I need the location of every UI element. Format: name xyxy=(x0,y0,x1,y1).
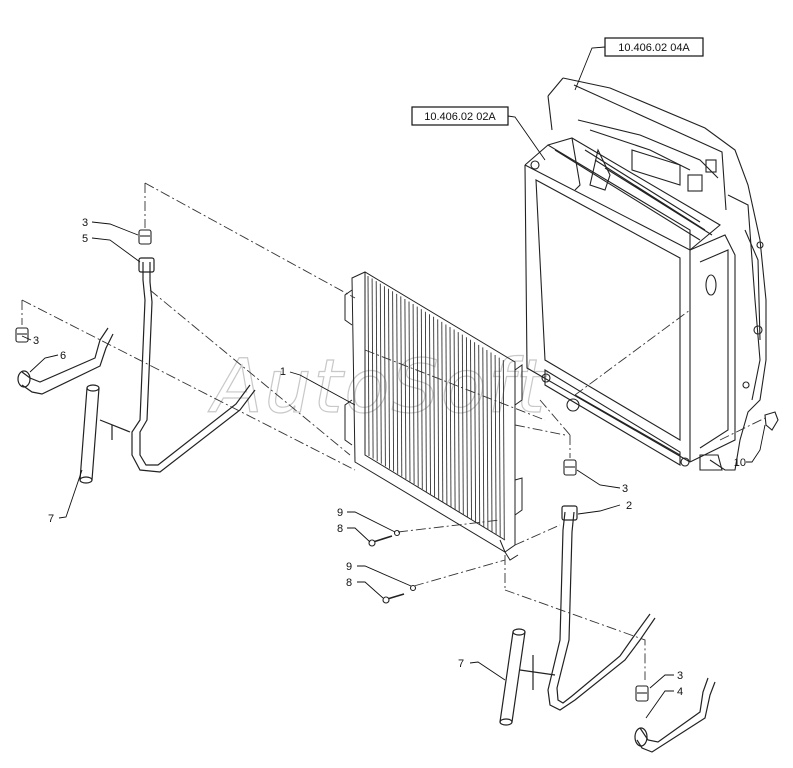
callout-3-upper-left: 3 xyxy=(82,217,88,229)
watermark-logo: AutoSoft xyxy=(208,344,548,430)
cooler-fin xyxy=(498,357,501,538)
cooler-fin xyxy=(441,321,444,502)
bolt-lower xyxy=(382,593,405,604)
cooler-fin xyxy=(383,286,386,467)
centerlines xyxy=(21,182,766,680)
cooler-fin xyxy=(445,324,448,505)
callout-1: 1 xyxy=(280,366,286,378)
cooler-fin xyxy=(404,298,407,479)
cooler-fin xyxy=(375,281,378,462)
cooler-fin xyxy=(470,339,472,520)
cooler-fin xyxy=(429,314,431,495)
cooler-fin xyxy=(388,288,390,469)
cooler-fin xyxy=(494,355,497,536)
cooler-fin xyxy=(433,316,436,497)
fitting-left xyxy=(15,327,29,343)
cooler-fin xyxy=(424,311,427,492)
callout-9-upper: 9 xyxy=(337,507,343,519)
cooler-fin xyxy=(449,326,452,508)
callout-9-lower: 9 xyxy=(346,561,352,573)
cooler-fin xyxy=(453,329,456,510)
callout-7-bottom: 7 xyxy=(458,658,464,670)
reference-label: 10.406.02 04A xyxy=(618,42,690,54)
cooler-fin xyxy=(408,301,411,482)
callout-3-left: 3 xyxy=(33,335,39,347)
reference-label: 10.406.02 02A xyxy=(424,111,496,123)
cooler-fin xyxy=(392,291,395,472)
cooler-fin xyxy=(490,352,493,533)
cooler-fin xyxy=(396,293,399,474)
cooler-fin xyxy=(474,342,477,523)
fitting-top-left xyxy=(138,229,152,245)
leader-02a xyxy=(507,115,546,161)
cooler-fin xyxy=(400,296,403,477)
cooler-fins xyxy=(367,275,505,541)
protective-sleeves xyxy=(79,384,556,726)
cooler-fin xyxy=(486,349,489,530)
cooler-fin xyxy=(379,283,382,464)
callout-8-lower: 8 xyxy=(346,577,352,589)
cooler-fin xyxy=(416,306,419,487)
cooler-fin xyxy=(478,344,481,525)
reference-box-02a[interactable]: 10.406.02 02A xyxy=(411,106,509,126)
fitting-bottom-right xyxy=(635,685,649,702)
cooler-fin xyxy=(461,334,464,515)
callout-labels: 1 2 3 3 3 3 3 4 5 6 7 7 8 8 9 9 10 xyxy=(33,217,746,698)
cooler-fin xyxy=(367,275,370,457)
cooler-fin xyxy=(465,337,468,518)
callout-8-upper: 8 xyxy=(337,523,343,535)
cooler-fin xyxy=(412,304,415,485)
cooler-fin xyxy=(371,278,374,459)
callout-2: 2 xyxy=(626,500,632,512)
callout-leaders xyxy=(21,221,766,719)
callout-5: 5 xyxy=(82,233,88,245)
cooler-fin xyxy=(457,332,460,513)
cooler-fin xyxy=(420,309,423,490)
callout-4: 4 xyxy=(677,686,683,698)
cooler-fin xyxy=(502,360,505,541)
callout-10: 10 xyxy=(734,457,746,469)
fitting-right xyxy=(563,459,577,476)
leader-04a xyxy=(574,46,606,91)
washer-lower xyxy=(409,584,417,592)
washer-upper xyxy=(393,529,401,537)
tubes xyxy=(17,257,716,753)
reference-box-04a[interactable]: 10.406.02 04A xyxy=(604,37,704,57)
callout-3-right: 3 xyxy=(622,483,628,495)
fittings xyxy=(15,229,779,702)
cooler-fin xyxy=(482,347,485,528)
callout-3-bottom-right: 3 xyxy=(677,670,683,682)
radiator-assembly xyxy=(524,77,767,471)
callout-6: 6 xyxy=(60,350,66,362)
bolt-upper xyxy=(368,535,393,547)
callout-7-left: 7 xyxy=(48,513,54,525)
drain-elbow xyxy=(764,411,779,431)
cooler-fin xyxy=(437,319,440,500)
